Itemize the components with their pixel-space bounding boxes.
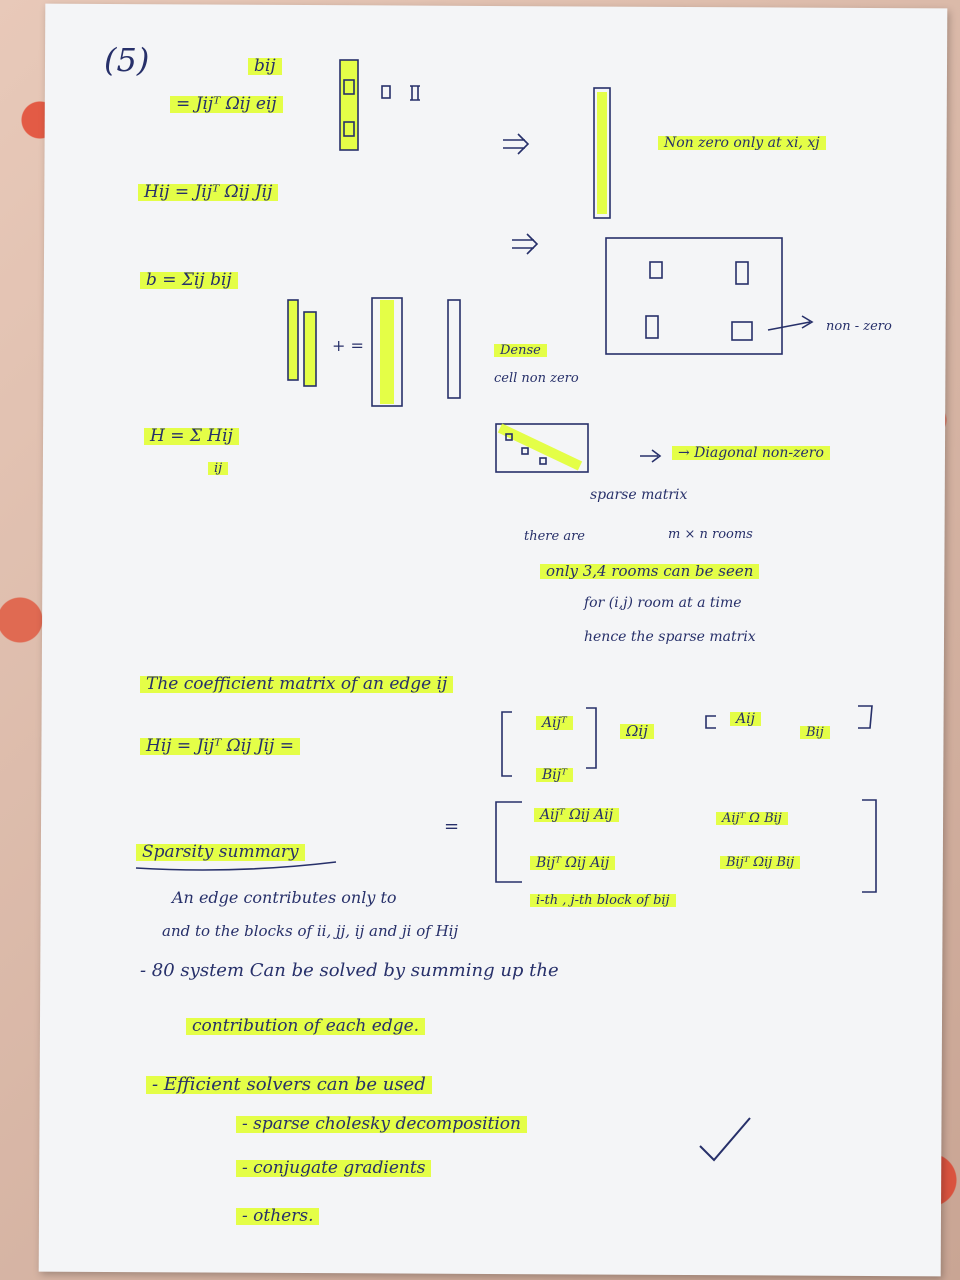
coefficient-heading: The coefficient matrix of an edge ij: [140, 676, 454, 693]
and-blocks-text: and to the blocks of ii, jj, ij and ji o…: [162, 922, 459, 940]
hij-expansion: Hij = Jijᵀ Ωij Jij =: [140, 738, 301, 755]
hence-text: hence the sparse matrix: [584, 629, 756, 645]
page-number: (5): [104, 41, 150, 79]
others-text: - others.: [236, 1208, 320, 1225]
matrix-block-12: Aijᵀ Ω Bij: [716, 812, 788, 825]
bij-transpose: Bijᵀ: [536, 768, 573, 782]
plus-equals: + =: [332, 336, 364, 355]
hij-definition: Hij = Jijᵀ Ωij Jij: [138, 184, 279, 201]
equals-sign: =: [444, 816, 460, 837]
rooms-text: m × n rooms: [668, 527, 753, 542]
diagonal-label: → Diagonal non-zero: [672, 446, 830, 460]
ith-jth-block-text: i-th , j-th block of bij: [530, 894, 676, 907]
system-solved-text: - 80 system Can be solved by summing up …: [140, 960, 559, 981]
sparsity-summary-heading: Sparsity summary: [136, 844, 305, 861]
nonzero-only-label: Non zero only at xi, xj: [658, 136, 826, 150]
sparse-cholesky-text: - sparse cholesky decomposition: [236, 1116, 527, 1133]
bij-label: bij: [248, 58, 282, 75]
matrix-block-21: Bijᵀ Ωij Aij: [530, 856, 616, 870]
bij-block: Bij: [800, 726, 830, 739]
there-are-text: there are: [524, 529, 585, 544]
aij-block: Aij: [730, 712, 761, 726]
bij-equation: = Jijᵀ Ωij eij: [170, 96, 283, 113]
only-rooms-text: only 3,4 rooms can be seen: [540, 564, 760, 579]
for-room-text: for (i,j) room at a time: [584, 595, 742, 611]
h-sum-subscript: ij: [208, 462, 229, 475]
cell-nonzero-label: cell non zero: [494, 371, 579, 386]
edge-contributes-text: An edge contributes only to: [172, 888, 397, 907]
contribution-text: contribution of each edge.: [186, 1018, 426, 1035]
aij-transpose: Aijᵀ: [536, 716, 573, 730]
b-sum: b = Σij bij: [140, 272, 238, 289]
sparse-matrix-label: sparse matrix: [590, 487, 688, 503]
efficient-solvers-text: - Efficient solvers can be used: [146, 1076, 432, 1094]
dense-label: Dense: [494, 344, 547, 357]
nonzero-label: non - zero: [826, 319, 892, 334]
conjugate-gradients-text: - conjugate gradients: [236, 1160, 432, 1177]
omega-ij: Ωij: [620, 724, 654, 739]
matrix-block-11: Aijᵀ Ωij Aij: [534, 808, 620, 822]
matrix-block-22: Bijᵀ Ωij Bij: [720, 856, 801, 869]
h-sum: H = Σ Hij: [144, 428, 239, 445]
